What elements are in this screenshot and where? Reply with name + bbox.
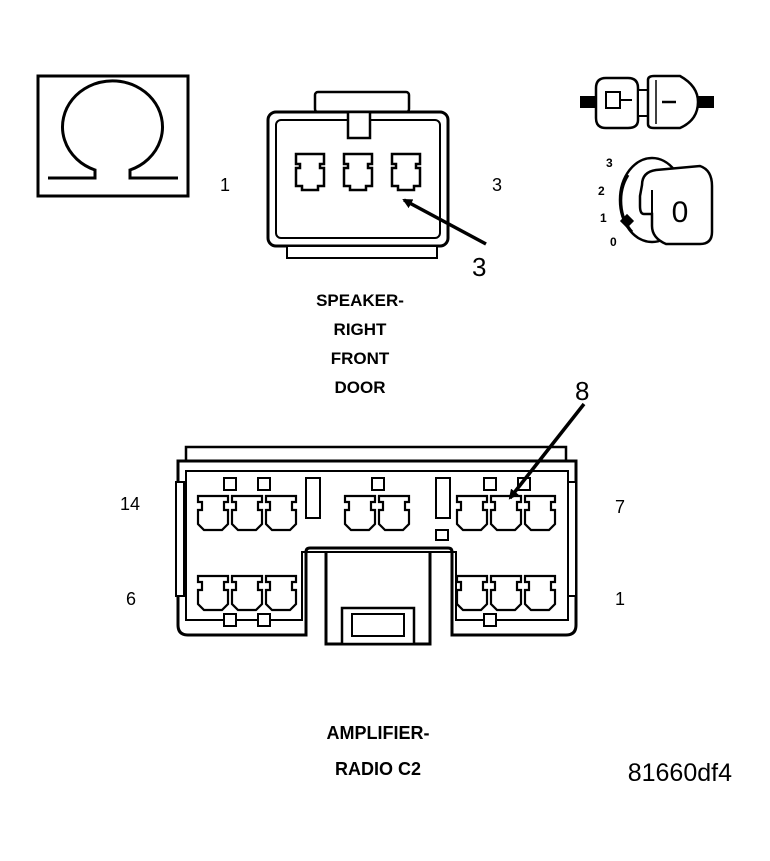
amplifier-cavity	[489, 494, 523, 532]
amplifier-cavity	[230, 574, 264, 612]
speaker-terminal	[390, 152, 422, 192]
amplifier-cavity	[230, 494, 264, 532]
ohm-symbol-icon	[36, 74, 190, 198]
amplifier-cavity	[489, 574, 523, 612]
speaker-callout-arrow	[402, 198, 487, 246]
ignition-position-2: 2	[598, 184, 605, 198]
amplifier-label-line: AMPLIFIER-	[327, 723, 430, 743]
amplifier-callout-number: 8	[575, 376, 589, 406]
ignition-switch-icon	[618, 156, 714, 246]
ignition-position-0: 0	[610, 235, 617, 249]
speaker-label-line: RIGHT	[334, 320, 388, 339]
amplifier-label-line: RADIO C2	[335, 759, 421, 779]
ignition-key-icon	[580, 74, 714, 130]
ignition-position-1: 1	[600, 211, 607, 225]
speaker-label-line: DOOR	[335, 378, 386, 397]
amplifier-cavity	[264, 494, 298, 532]
amplifier-pin-top-left: 14	[120, 494, 140, 514]
speaker-terminal	[342, 152, 374, 192]
amplifier-cavity	[455, 494, 489, 532]
amplifier-cavity	[196, 494, 230, 532]
speaker-label-line: SPEAKER-	[316, 291, 404, 310]
ignition-position-3: 3	[606, 156, 613, 170]
speaker-pin-right: 3	[492, 175, 502, 195]
amplifier-cavity	[196, 574, 230, 612]
speaker-callout-number: 3	[472, 252, 486, 282]
amplifier-pin-top-right: 7	[615, 497, 625, 517]
amplifier-cavity	[455, 574, 489, 612]
speaker-terminal	[294, 152, 326, 192]
amplifier-cavity	[523, 574, 557, 612]
speaker-connector	[266, 90, 450, 259]
amplifier-cavity	[523, 494, 557, 532]
figure-id: 81660df4	[628, 759, 732, 787]
amplifier-pin-bottom-left: 6	[126, 589, 136, 609]
amplifier-cavity	[264, 574, 298, 612]
speaker-label-line: FRONT	[331, 349, 390, 368]
amplifier-connector	[175, 445, 578, 646]
amplifier-pin-bottom-right: 1	[615, 589, 625, 609]
amplifier-cavity	[377, 494, 411, 532]
speaker-pin-left: 1	[220, 175, 230, 195]
amplifier-cavity	[343, 494, 377, 532]
ignition-key-position-text: 0	[672, 196, 689, 229]
amplifier-callout-arrow	[508, 402, 586, 500]
